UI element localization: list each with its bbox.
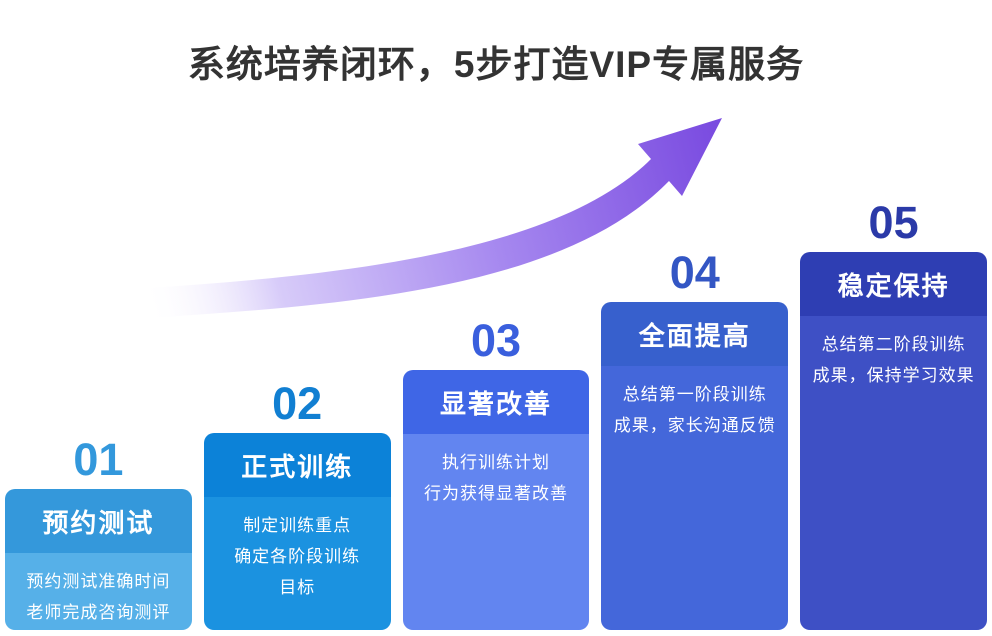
step-number: 04 xyxy=(669,247,720,298)
step-desc-line: 行为获得显著改善 xyxy=(423,484,568,503)
step-card-body: 总结第二阶段训练 成果，保持学习效果 xyxy=(800,316,987,630)
step-desc-line: 执行训练计划 xyxy=(441,453,550,472)
step-card: 显著改善 执行训练计划 行为获得显著改善 xyxy=(402,370,590,630)
step-card-body: 执行训练计划 行为获得显著改善 xyxy=(402,434,590,630)
step-number: 05 xyxy=(868,197,919,248)
step-card: 全面提高 总结第一阶段训练 成果，家长沟通反馈 xyxy=(601,302,789,630)
step-desc-line: 制定训练重点 xyxy=(243,516,352,535)
step-number: 03 xyxy=(470,315,522,366)
step-card-header: 全面提高 xyxy=(601,302,789,366)
step-card-header: 预约测试 xyxy=(5,489,192,553)
step-number: 01 xyxy=(73,434,124,485)
step-desc-line: 预约测试准确时间 xyxy=(26,572,171,591)
step-column: 02 正式训练 制定训练重点 确定各阶段训练 目标 xyxy=(203,378,391,630)
step-card-body: 预约测试准确时间 老师完成咨询测评 xyxy=(5,553,192,630)
step-card: 稳定保持 总结第二阶段训练 成果，保持学习效果 xyxy=(800,252,987,630)
step-card: 正式训练 制定训练重点 确定各阶段训练 目标 xyxy=(203,433,391,630)
step-desc-line: 确定各阶段训练 xyxy=(234,547,361,566)
step-desc-line: 成果，家长沟通反馈 xyxy=(613,416,776,435)
steps-row: 01 预约测试 预约测试准确时间 老师完成咨询测评 02 正式训练 制定训练重点… xyxy=(5,200,987,630)
step-desc-line: 目标 xyxy=(279,578,316,597)
step-desc-line: 老师完成咨询测评 xyxy=(26,603,171,622)
step-card: 预约测试 预约测试准确时间 老师完成咨询测评 xyxy=(5,489,192,630)
step-number: 02 xyxy=(272,378,323,429)
step-desc-line: 总结第一阶段训练 xyxy=(622,385,767,404)
step-desc-line: 成果，保持学习效果 xyxy=(812,366,975,385)
step-card-header: 正式训练 xyxy=(203,433,391,497)
page-title: 系统培养闭环，5步打造VIP专属服务 xyxy=(187,44,805,85)
step-column: 04 全面提高 总结第一阶段训练 成果，家长沟通反馈 xyxy=(601,247,789,630)
step-card-header: 稳定保持 xyxy=(800,252,987,316)
step-card-body: 总结第一阶段训练 成果，家长沟通反馈 xyxy=(601,366,789,630)
step-column: 01 预约测试 预约测试准确时间 老师完成咨询测评 xyxy=(5,437,192,630)
step-desc-line: 总结第二阶段训练 xyxy=(821,335,966,354)
step-card-header: 显著改善 xyxy=(402,370,590,434)
step-column: 03 显著改善 执行训练计划 行为获得显著改善 xyxy=(402,315,590,630)
step-column: 05 稳定保持 总结第二阶段训练 成果，保持学习效果 xyxy=(800,200,987,630)
step-card-body: 制定训练重点 确定各阶段训练 目标 xyxy=(203,497,391,630)
